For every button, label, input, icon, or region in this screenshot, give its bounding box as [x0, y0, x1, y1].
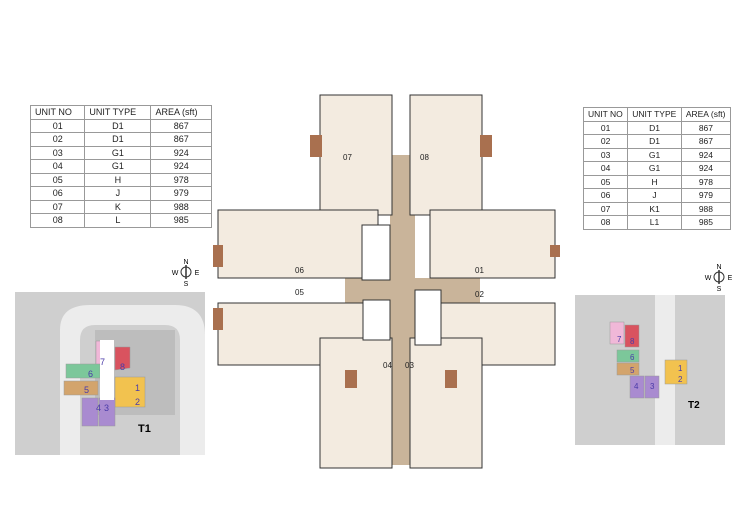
compass-n: N [183, 259, 188, 266]
tower-label-t2: T2 [688, 400, 700, 411]
unit-01 [429, 209, 556, 279]
table-cell: G1 [84, 145, 152, 160]
compass-e: E [195, 270, 200, 277]
svg-text:7: 7 [100, 357, 105, 367]
unit-07 [319, 94, 393, 216]
svg-text:03: 03 [405, 361, 414, 370]
unit-08 [409, 94, 483, 216]
table-cell: 985 [680, 215, 732, 230]
svg-text:4: 4 [634, 382, 639, 391]
svg-text:8: 8 [120, 362, 125, 372]
svg-text:6: 6 [88, 369, 93, 379]
svg-text:4: 4 [96, 403, 101, 413]
svg-text:3: 3 [104, 403, 109, 413]
table-cell: 988 [150, 199, 212, 214]
table-cell: 985 [150, 213, 212, 228]
typical-floor-plan: 07 08 06 05 01 02 04 03 [213, 94, 560, 469]
table-cell: 06 [29, 186, 86, 201]
svg-text:05: 05 [295, 288, 304, 297]
svg-text:6: 6 [630, 353, 635, 362]
table-cell: L [84, 213, 152, 228]
svg-text:06: 06 [295, 266, 304, 275]
compass-e: E [728, 275, 733, 282]
svg-text:08: 08 [420, 153, 429, 162]
svg-text:02: 02 [475, 290, 484, 299]
svg-text:2: 2 [678, 375, 683, 384]
svg-text:1: 1 [678, 364, 683, 373]
compass-s: S [717, 286, 722, 293]
tower-label-t1: T1 [138, 423, 151, 435]
svg-text:5: 5 [84, 385, 89, 395]
compass-n: N [716, 264, 721, 271]
svg-text:04: 04 [383, 361, 392, 370]
unit-03 [409, 337, 483, 469]
compass-w: W [705, 275, 712, 282]
svg-text:1: 1 [135, 383, 140, 393]
table-cell: G1 [84, 159, 152, 174]
compass-icon-left: N S W E [172, 259, 200, 288]
svg-text:5: 5 [630, 366, 635, 375]
unit-04 [319, 337, 393, 469]
compass-w: W [172, 270, 179, 277]
compass-icon-right: N S W E [705, 264, 733, 293]
table-cell: 08 [29, 213, 86, 228]
svg-text:3: 3 [650, 382, 655, 391]
svg-text:8: 8 [630, 337, 635, 346]
svg-text:2: 2 [135, 397, 140, 407]
table-cell: 978 [680, 174, 732, 189]
svg-text:7: 7 [617, 335, 622, 344]
compass-s: S [184, 281, 189, 288]
site-map-t2: 7 8 6 5 1 2 4 3 T2 [575, 295, 725, 445]
table-cell: 08 [582, 215, 629, 230]
site-map-t1: 7 8 6 5 1 2 4 3 T1 [15, 292, 205, 455]
svg-text:01: 01 [475, 266, 484, 275]
svg-text:07: 07 [343, 153, 352, 162]
